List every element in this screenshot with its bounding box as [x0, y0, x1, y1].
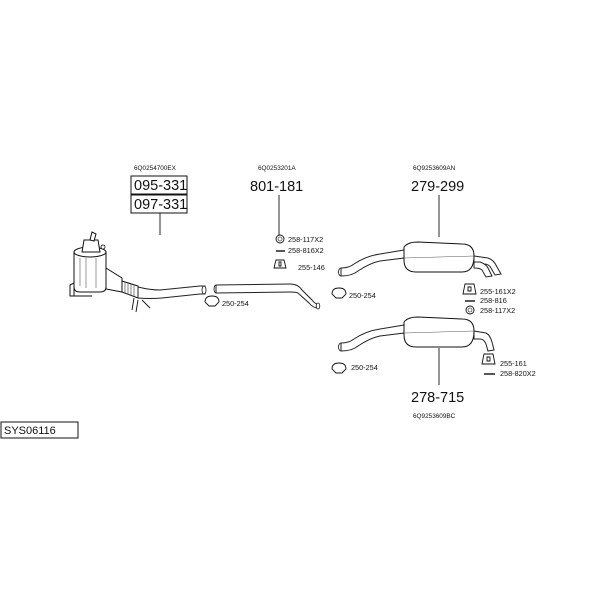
catalytic-converter-drawing[interactable]: [69, 231, 207, 313]
clamp-icon: [331, 287, 347, 299]
clamp-icon: [331, 362, 347, 374]
part-number-catalyst-alternate: 097-331: [134, 197, 187, 213]
system-id: SYS06116: [4, 425, 56, 437]
hardware-code: 258-816: [480, 296, 507, 305]
rubber-hanger-icon: [481, 353, 496, 365]
oem-number-rear-silencer-alt: 6Q9253609BC: [413, 413, 456, 420]
hardware-code: 255-161: [500, 359, 527, 368]
rear-silencer-alt-drawing[interactable]: [338, 316, 495, 352]
hardware-code: 250-254: [351, 363, 378, 372]
hardware-code: 250-254: [349, 291, 376, 300]
hardware-item-258-816[interactable]: 258-816: [465, 296, 507, 305]
front-pipe-drawing[interactable]: [213, 283, 321, 310]
oem-number-catalyst: 6Q0254700EX: [134, 165, 177, 172]
rubber-hanger-icon: [462, 283, 477, 295]
part-number-catalyst-primary: 095-331: [134, 178, 187, 194]
hardware-code: 258-820X2: [500, 369, 536, 378]
hardware-code: 258-117X2: [288, 235, 323, 244]
hardware-item-255-146[interactable]: 255-146: [273, 259, 325, 272]
hardware-item-255-161X2[interactable]: 255-161X2: [462, 283, 516, 296]
part-number-box-095-331[interactable]: 095-331: [130, 175, 188, 195]
oem-number-rear-silencer: 6Q9253609AN: [413, 165, 456, 172]
hardware-item-258-816X2-front[interactable]: 258-816X2: [276, 246, 324, 255]
hardware-item-250-254-rear-alt[interactable]: 250-254: [331, 362, 378, 374]
hardware-item-258-820X2[interactable]: 258-820X2: [484, 369, 536, 378]
hardware-item-250-254-front[interactable]: 250-254: [204, 295, 249, 308]
rubber-hanger-icon: [273, 259, 287, 269]
hardware-code: 255-146: [298, 263, 325, 272]
part-number-box-097-331[interactable]: 097-331: [130, 194, 188, 214]
system-id-box: SYS06116: [0, 421, 79, 439]
part-number-front-pipe[interactable]: 801-181: [250, 179, 303, 195]
clamp-icon: [204, 295, 220, 307]
rear-silencer-drawing[interactable]: [338, 241, 502, 278]
hardware-item-258-117X2-front[interactable]: 258-117X2: [275, 234, 323, 244]
hardware-code: 258-117X2: [480, 306, 515, 315]
hardware-code: 250-254: [222, 299, 249, 308]
part-number-rear-silencer-alt[interactable]: 278-715: [411, 390, 464, 406]
hardware-item-258-117X2-rear[interactable]: 258-117X2: [465, 305, 515, 315]
hardware-item-255-161[interactable]: 255-161: [481, 353, 527, 368]
hardware-code: 255-161X2: [480, 287, 516, 296]
part-number-rear-silencer[interactable]: 279-299: [411, 179, 464, 195]
oem-number-front-pipe: 6Q0253201A: [258, 165, 296, 172]
hardware-code: 258-816X2: [288, 246, 324, 255]
hardware-item-250-254-rear[interactable]: 250-254: [331, 287, 376, 300]
